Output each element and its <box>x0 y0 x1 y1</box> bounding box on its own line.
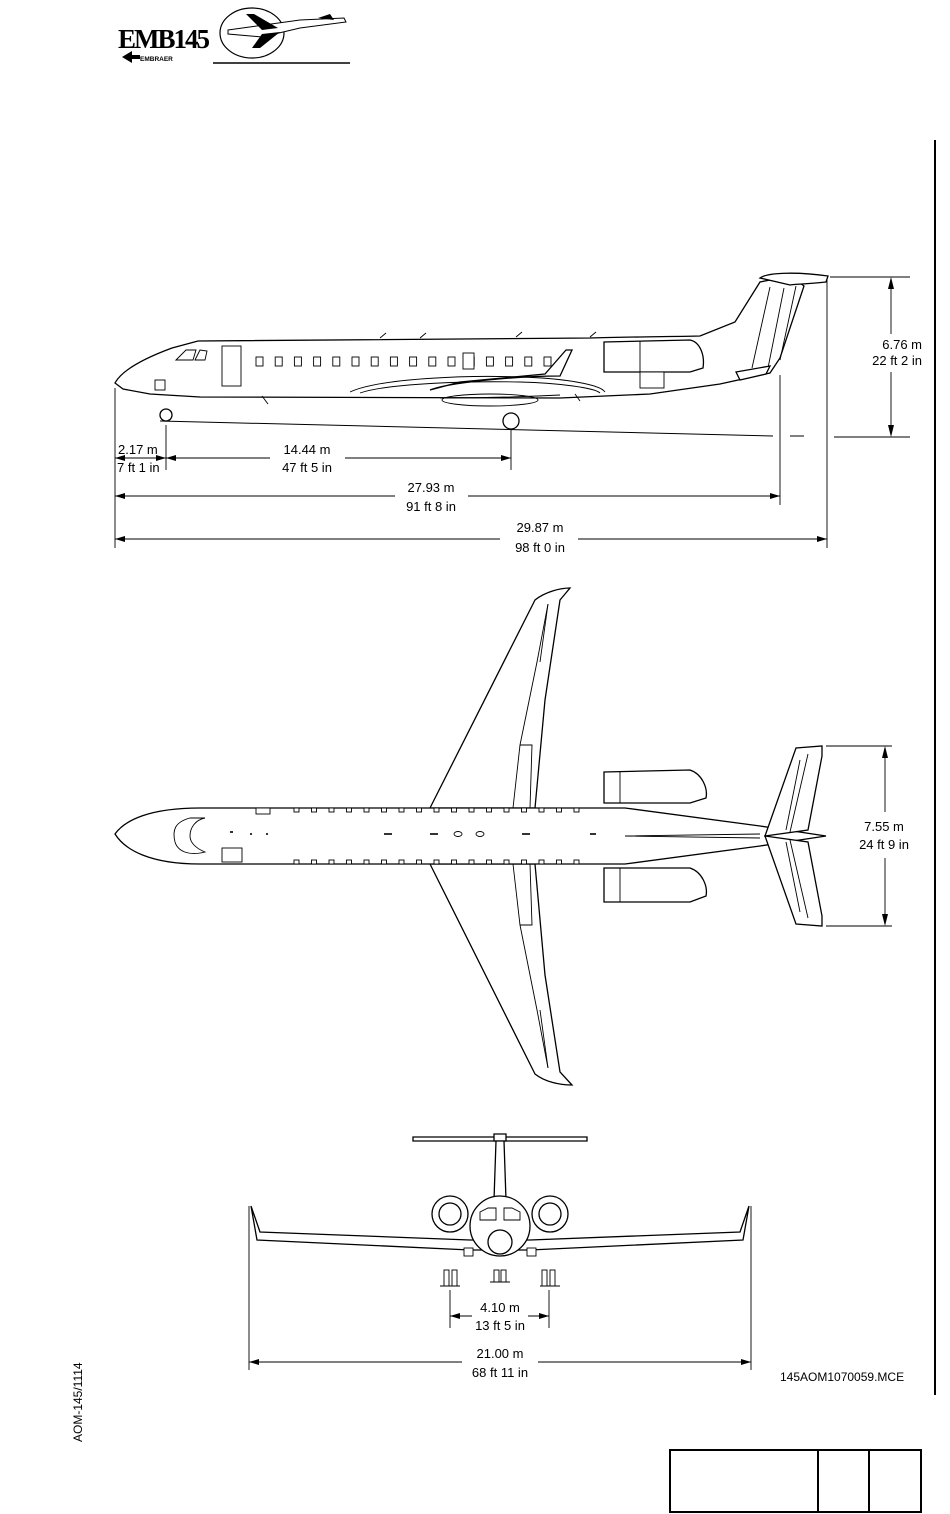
top-window-mark <box>557 860 562 864</box>
cabin-window <box>294 357 301 366</box>
top-window-mark <box>312 860 317 864</box>
top-window-mark <box>504 808 509 812</box>
cabin-window <box>275 357 282 366</box>
top-window-mark <box>382 860 387 864</box>
cabin-window <box>352 357 359 366</box>
overall-length-ft-label: 98 ft 0 in <box>515 540 565 555</box>
page-reference: AOM-145/1114 <box>71 1362 85 1442</box>
front-view-aircraft <box>251 1134 749 1286</box>
cabin-window <box>410 357 417 366</box>
stabilizer-span-m-label: 7.55 m <box>864 819 904 834</box>
top-window-mark <box>574 808 579 812</box>
top-window-mark <box>347 860 352 864</box>
top-window-mark <box>452 808 457 812</box>
top-window-mark <box>329 808 334 812</box>
top-window-mark <box>539 808 544 812</box>
top-window-mark <box>312 808 317 812</box>
height-ft-label: 22 ft 2 in <box>872 353 922 368</box>
top-window-mark <box>557 808 562 812</box>
gear-track-ft-label: 13 ft 5 in <box>475 1318 525 1333</box>
cabin-window <box>544 357 551 366</box>
logo-airplane-emblem-icon <box>220 8 346 58</box>
wheelbase-m-label: 14.44 m <box>284 442 331 457</box>
logo-model-text: EMB145 <box>118 24 210 54</box>
top-window-mark <box>487 860 492 864</box>
top-window-mark <box>417 860 422 864</box>
cabin-window <box>486 357 493 366</box>
top-window-mark <box>522 808 527 812</box>
fuselage-length-m-label: 27.93 m <box>408 480 455 495</box>
cabin-window <box>333 357 340 366</box>
top-window-mark <box>294 860 299 864</box>
overall-length-m-label: 29.87 m <box>517 520 564 535</box>
stabilizer-span-ft-label: 24 ft 9 in <box>859 837 909 852</box>
top-window-mark <box>574 860 579 864</box>
top-window-mark <box>469 808 474 812</box>
top-window-mark <box>364 808 369 812</box>
top-window-mark <box>417 808 422 812</box>
top-window-mark <box>522 860 527 864</box>
fuselage-length-ft-label: 91 ft 8 in <box>406 499 456 514</box>
gear-track-m-label: 4.10 m <box>480 1300 520 1315</box>
height-m-label: 6.76 m <box>882 337 922 352</box>
cabin-window <box>371 357 378 366</box>
logo-brand-text: EMBRAER <box>140 56 173 63</box>
top-window-mark <box>294 808 299 812</box>
wheelbase-ft-label: 47 ft 5 in <box>282 460 332 475</box>
top-window-mark <box>399 860 404 864</box>
top-window-mark <box>399 808 404 812</box>
top-view-aircraft <box>115 588 826 1085</box>
emb145-logo: EMB145 EMBRAER <box>118 8 350 63</box>
cabin-window <box>429 357 436 366</box>
top-window-mark <box>434 860 439 864</box>
top-window-mark <box>469 860 474 864</box>
cabin-window <box>448 357 455 366</box>
top-window-mark <box>487 808 492 812</box>
wingspan-ft-label: 68 ft 11 in <box>472 1365 528 1380</box>
top-window-mark <box>347 808 352 812</box>
side-view-aircraft <box>115 273 828 436</box>
top-window-mark <box>452 860 457 864</box>
revision-box <box>670 1450 921 1512</box>
nose-gear-m-label: 2.17 m <box>118 442 158 457</box>
figure-id: 145AOM1070059.MCE <box>780 1370 904 1384</box>
cabin-window <box>256 357 263 366</box>
cabin-window <box>525 357 532 366</box>
top-window-mark <box>504 860 509 864</box>
top-window-mark <box>364 860 369 864</box>
top-window-mark <box>539 860 544 864</box>
cabin-window <box>314 357 321 366</box>
top-window-mark <box>382 808 387 812</box>
wingspan-m-label: 21.00 m <box>477 1346 524 1361</box>
top-window-mark <box>434 808 439 812</box>
top-view-dimensions: 7.55 m 24 ft 9 in <box>826 746 909 926</box>
emergency-exit-window <box>463 353 474 369</box>
side-view-dimensions: 6.76 m 22 ft 2 in 2.17 m 7 ft 1 in 14.44… <box>115 277 922 555</box>
nose-gear-ft-label: 7 ft 1 in <box>117 460 160 475</box>
cabin-window <box>506 357 513 366</box>
cabin-window <box>390 357 397 366</box>
top-window-mark <box>329 860 334 864</box>
